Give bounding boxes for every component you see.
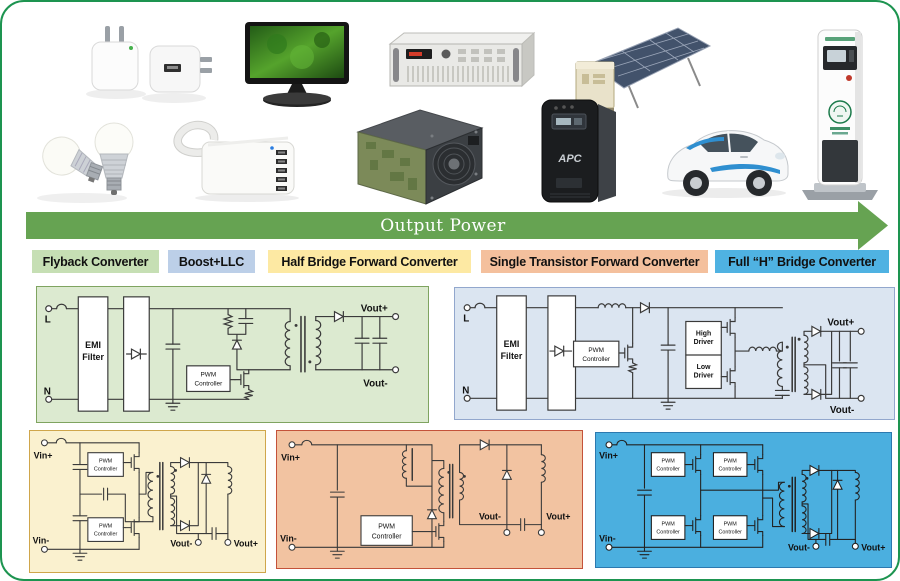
vin-minus-label: Vin-: [599, 533, 616, 543]
product-multiport-usb-charger: [162, 112, 307, 204]
pwm-controller-block: [572, 340, 620, 368]
svg-text:Controller: Controller: [718, 530, 742, 536]
product-solar-panel-system: [562, 22, 712, 117]
vout-minus-label: Vout-: [170, 538, 192, 548]
product-atx-power-supply: [342, 102, 492, 207]
category-half-bridge-forward: Half Bridge Forward Converter: [268, 250, 471, 273]
product-lcd-monitor: [242, 22, 352, 110]
pwm-controller-block: [87, 517, 124, 542]
vin-plus-label: Vin+: [599, 451, 618, 461]
svg-text:Controller: Controller: [656, 530, 680, 536]
pwm-controller-label: PWM: [662, 459, 676, 465]
pwm-controller-block: [186, 365, 231, 393]
svg-text:Controller: Controller: [194, 381, 223, 388]
category-single-transistor-forward: Single Transistor Forward Converter: [481, 250, 708, 273]
ups-brand-logo: APC: [557, 153, 582, 165]
svg-text:Controller: Controller: [94, 466, 118, 472]
vout-plus-label: Vout+: [861, 542, 885, 552]
vout-plus-label: Vout+: [234, 538, 258, 548]
terminal-label-n: N: [44, 386, 51, 397]
flyback-schematic: L N EMI Filter PWM Controller Vout+ Vout…: [44, 296, 400, 412]
half-bridge-schematic: Vin+ Vin- PWM Controller PWM Controller …: [33, 437, 258, 561]
pwm-controller-label: PWM: [588, 347, 604, 354]
output-power-arrow: Output Power: [26, 212, 860, 239]
product-ups: APC: [526, 94, 634, 206]
svg-text:Controller: Controller: [582, 356, 611, 363]
h-bridge-schematic: Vin+ Vin- PWM Controller PWM Controller …: [599, 439, 885, 559]
boost-llc-circuit-panel: L N EMI Filter PWM Controller High Drive…: [454, 287, 895, 420]
svg-text:Driver: Driver: [694, 373, 714, 380]
emi-filter-block: [77, 296, 109, 412]
pwm-controller-block: [360, 515, 413, 546]
rectifier-block: [547, 295, 577, 411]
emi-filter-block: [496, 295, 527, 411]
vout-plus-label: Vout+: [361, 304, 388, 315]
product-rack-power-supply: [380, 26, 535, 94]
svg-text:Controller: Controller: [372, 533, 403, 540]
pwm-controller-label: PWM: [662, 522, 676, 528]
vin-minus-label: Vin-: [33, 535, 50, 545]
forward-circuit-panel: Vin+ Vin- PWM Controller Vout- Vout+: [276, 430, 583, 569]
emi-filter-label: EMI: [504, 339, 520, 349]
pwm-controller-label: PWM: [724, 459, 738, 465]
h-bridge-circuit-panel: Vin+ Vin- PWM Controller PWM Controller …: [595, 432, 892, 568]
vout-minus-label: Vout-: [830, 405, 854, 416]
category-full-h-bridge: Full “H” Bridge Converter: [715, 250, 889, 273]
product-ev-charging-station: [794, 26, 886, 204]
pwm-controller-label: PWM: [724, 522, 738, 528]
category-boost-llc: Boost+LLC: [168, 250, 255, 273]
vin-plus-label: Vin+: [34, 451, 53, 461]
boost-llc-schematic: L N EMI Filter PWM Controller High Drive…: [462, 295, 865, 416]
pwm-controller-block: [87, 452, 124, 477]
terminal-label-n: N: [462, 385, 469, 396]
pwm-controller-label: PWM: [378, 524, 395, 531]
svg-text:Controller: Controller: [656, 466, 680, 472]
svg-text:Filter: Filter: [501, 351, 523, 361]
flyback-circuit-panel: L N EMI Filter PWM Controller Vout+ Vout…: [36, 286, 429, 423]
high-driver-label: High: [696, 330, 711, 337]
vin-minus-label: Vin-: [280, 533, 297, 543]
vout-plus-label: Vout+: [827, 317, 854, 328]
forward-schematic: Vin+ Vin- PWM Controller Vout- Vout+: [280, 439, 570, 559]
pwm-controller-block: [712, 515, 748, 540]
svg-text:Controller: Controller: [718, 466, 742, 472]
vout-minus-label: Vout-: [479, 512, 501, 522]
terminal-label-l: L: [463, 313, 469, 324]
product-electric-car: [652, 104, 797, 201]
terminal-label-l: L: [45, 314, 51, 325]
output-power-arrowhead-icon: [858, 201, 888, 250]
vout-minus-label: Vout-: [788, 542, 810, 552]
low-driver-label: Low: [697, 364, 711, 371]
product-led-bulbs: [32, 108, 147, 206]
product-usb-wall-chargers: [74, 18, 219, 113]
svg-text:Driver: Driver: [694, 339, 714, 346]
emi-filter-label: EMI: [85, 340, 101, 350]
pwm-controller-block: [650, 515, 686, 540]
svg-text:Controller: Controller: [94, 532, 118, 538]
category-flyback-converter: Flyback Converter: [32, 250, 159, 273]
pwm-controller-label: PWM: [99, 524, 113, 530]
vin-plus-label: Vin+: [281, 453, 300, 463]
pwm-controller-label: PWM: [99, 459, 113, 465]
state-grid-logo-icon: [828, 100, 852, 124]
half-bridge-circuit-panel: Vin+ Vin- PWM Controller PWM Controller …: [29, 430, 266, 573]
output-power-label: Output Power: [380, 215, 506, 236]
vout-minus-label: Vout-: [363, 379, 387, 390]
vout-plus-label: Vout+: [546, 512, 570, 522]
svg-text:Filter: Filter: [82, 352, 104, 362]
pwm-controller-label: PWM: [201, 372, 217, 379]
